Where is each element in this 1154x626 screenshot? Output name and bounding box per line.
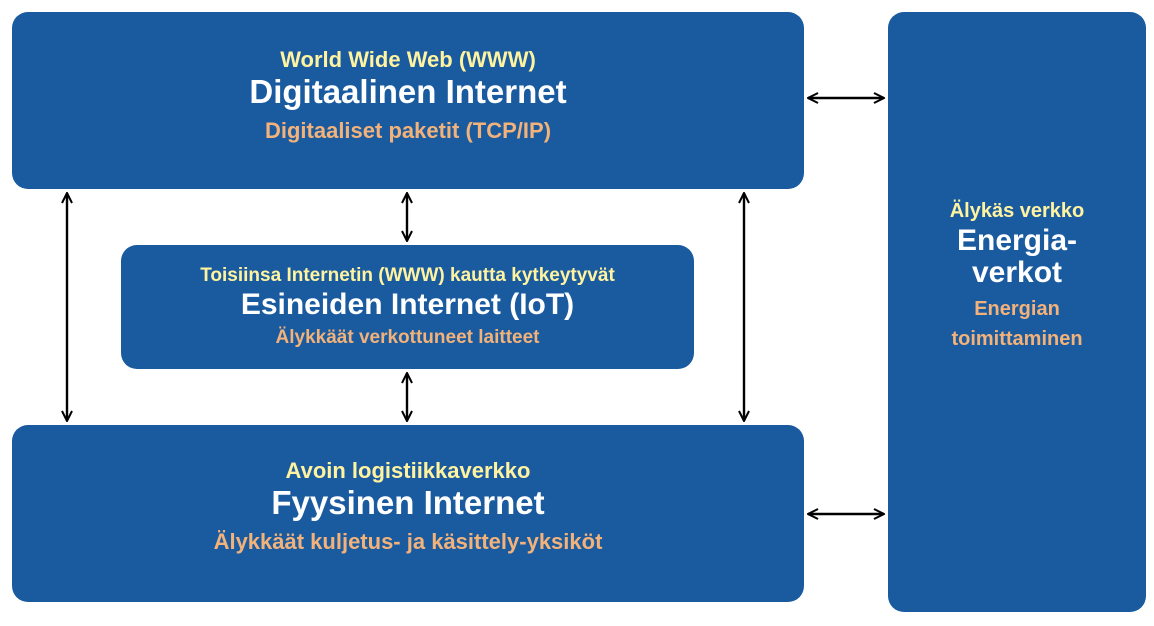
physical-internet-title: Fyysinen Internet [271, 484, 545, 522]
iot-title: Esineiden Internet (IoT) [240, 288, 575, 322]
energy-network-subtitle: Energian toimittaminen [951, 294, 1082, 354]
energy-network-title: Energia- verkot [957, 225, 1077, 288]
digital-internet-subtitle: Digitaaliset paketit (TCP/IP) [264, 117, 552, 143]
iot-box: Toisiinsa Internetin (WWW) kautta kytkey… [121, 245, 694, 369]
energy-network-box: Älykäs verkko Energia- verkot Energian t… [888, 12, 1146, 612]
logistics-heading: Avoin logistiikkaverkko [285, 458, 531, 484]
digital-internet-box: World Wide Web (WWW) Digitaalinen Intern… [12, 12, 804, 189]
iot-heading: Toisiinsa Internetin (WWW) kautta kytkey… [200, 265, 615, 287]
iot-subtitle: Älykkäät verkottuneet laitteet [275, 326, 540, 348]
energy-network-title-line2: verkot [971, 255, 1063, 289]
digital-internet-title: Digitaalinen Internet [249, 73, 567, 111]
physical-internet-box: Avoin logistiikkaverkko Fyysinen Interne… [12, 425, 804, 602]
energy-network-subtitle-line1: Energian [974, 298, 1060, 320]
energy-network-subtitle-line2: toimittaminen [951, 328, 1083, 350]
physical-internet-subtitle: Älykkäät kuljetus- ja käsittely-yksiköt [213, 528, 603, 554]
smart-grid-heading: Älykäs verkko [949, 200, 1085, 222]
energy-network-title-line1: Energia- [956, 224, 1078, 257]
www-heading: World Wide Web (WWW) [280, 47, 536, 73]
